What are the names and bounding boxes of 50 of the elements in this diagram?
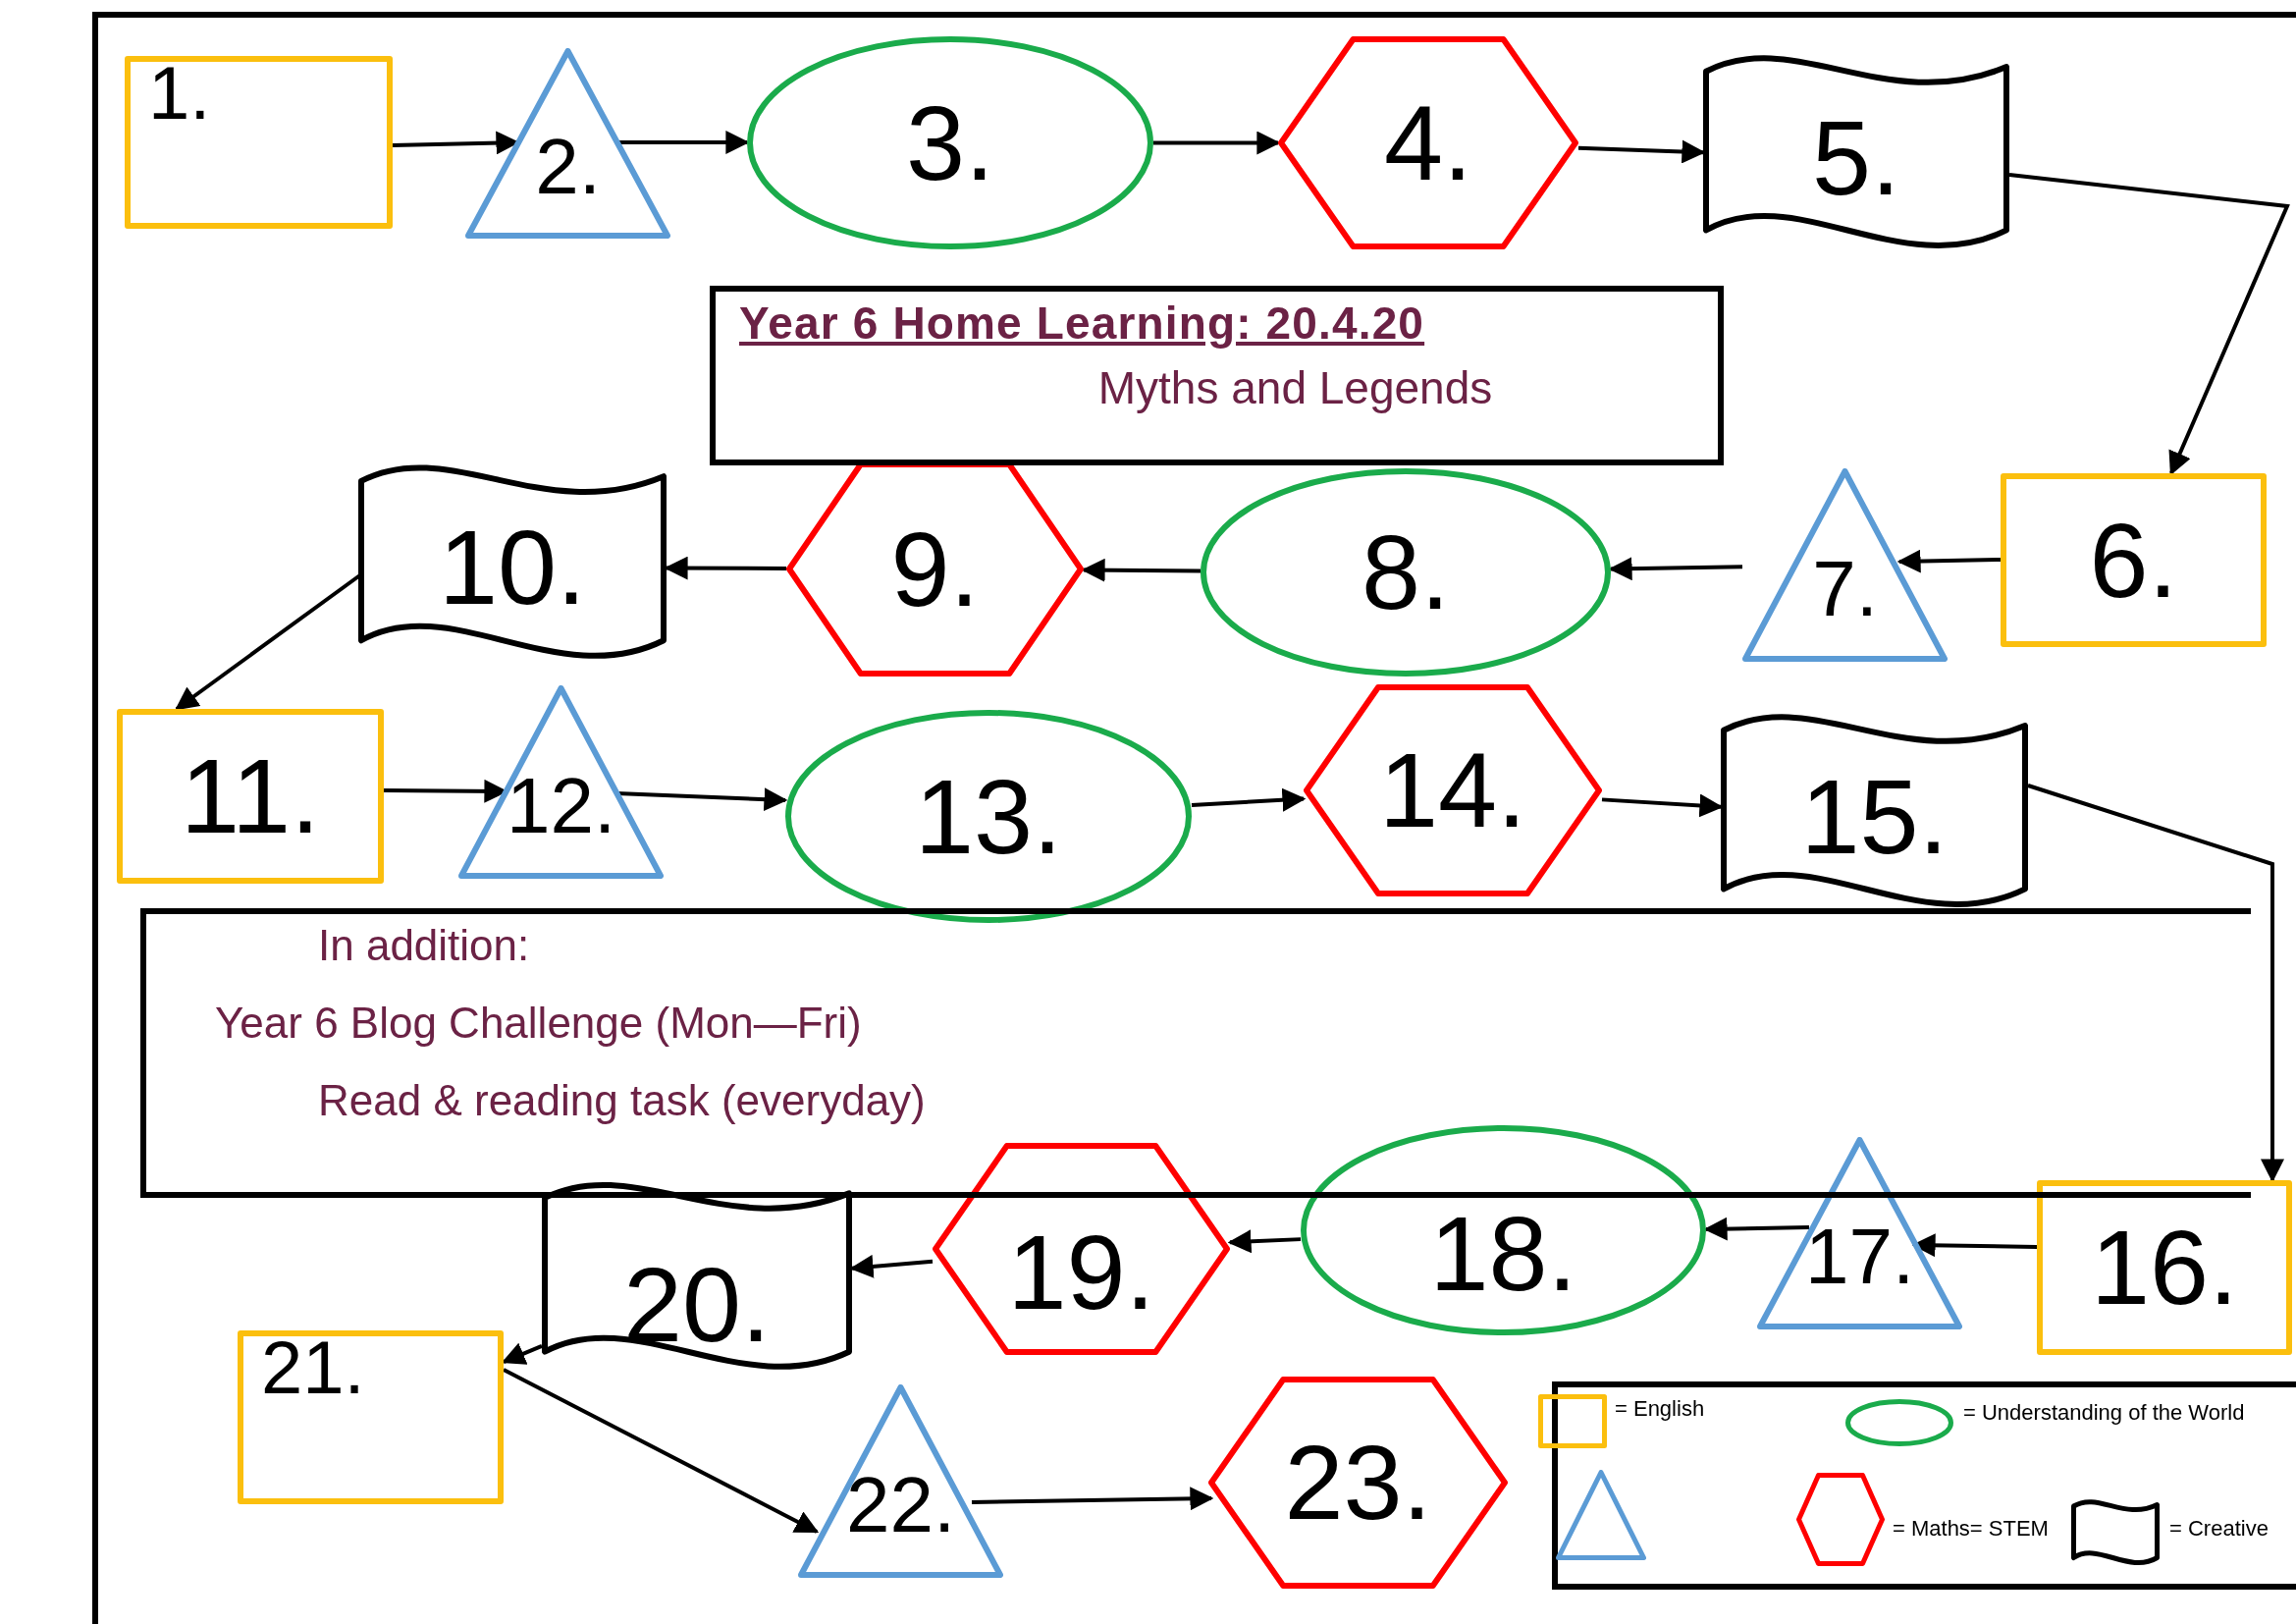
step-number: 14. (1378, 737, 1527, 843)
step-number: 18. (1429, 1201, 1577, 1307)
arrow (618, 131, 750, 154)
arrow (1191, 787, 1307, 812)
info-text: In addition: (318, 920, 531, 971)
arrow (1601, 793, 1724, 818)
step-number: 17. (1804, 1218, 1915, 1296)
step-number: 13. (914, 763, 1063, 870)
step-number: 10. (438, 514, 587, 621)
step-number: 16. (2090, 1215, 2239, 1321)
legend-text: = Maths= STEM (1893, 1515, 2049, 1543)
title-text: Year 6 Home Learning: 20.4.20 (739, 297, 1425, 351)
step-number: 23. (1284, 1430, 1432, 1536)
info-box (140, 908, 2251, 1198)
arrow (2027, 784, 2284, 1183)
step-number: 3. (905, 89, 995, 196)
arrow (664, 556, 786, 580)
title-box (710, 286, 1724, 465)
step-number: 21. (261, 1330, 365, 1405)
step-number: 15. (1800, 763, 1949, 870)
step-number: 2. (535, 128, 601, 206)
step-number: 8. (1361, 519, 1451, 625)
arrow (1227, 1229, 1302, 1254)
step-number: 19. (1007, 1219, 1155, 1326)
step-number: 1. (148, 56, 211, 131)
arrow (1896, 549, 2002, 573)
legend-text: = English (1615, 1395, 1705, 1423)
step-number: 5. (1811, 104, 1901, 211)
step-number: 9. (890, 515, 980, 623)
arrow (1577, 139, 1706, 164)
step-number: 4. (1383, 89, 1473, 196)
arrow (1608, 557, 1743, 581)
step-number: 6. (2089, 507, 2178, 614)
step-number: 22. (845, 1465, 956, 1544)
arrow (1081, 558, 1201, 582)
arrow (501, 1342, 543, 1365)
arrow (2008, 173, 2290, 476)
info-text: Year 6 Blog Challenge (Mon—Fri) (215, 998, 863, 1049)
arrow (971, 1487, 1214, 1511)
legend-text: = Understanding of the World (1963, 1399, 2245, 1427)
subtitle-text: Myths and Legends (1097, 360, 1493, 415)
arrow (849, 1254, 934, 1278)
step-number: 12. (506, 766, 616, 845)
arrow (1153, 131, 1281, 155)
step-number: 20. (622, 1252, 772, 1358)
step-number: 11. (180, 743, 321, 849)
legend-text: = Creative (2169, 1515, 2269, 1543)
info-text: Read & reading task (everyday) (318, 1075, 927, 1126)
step-number: 7. (1812, 549, 1878, 628)
arrow (503, 1368, 820, 1534)
